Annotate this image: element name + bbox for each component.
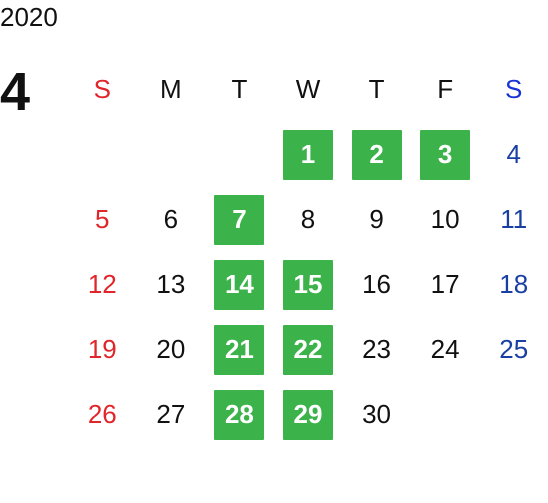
day-cell: 14 — [205, 252, 274, 317]
month-label: 4 — [0, 62, 31, 122]
day-13[interactable]: 13 — [156, 269, 186, 299]
day-cell: 15 — [274, 252, 343, 317]
day-cell: 7 — [205, 187, 274, 252]
day-cell: 26 — [68, 382, 137, 447]
highlighted-day-29[interactable]: 29 — [282, 389, 333, 440]
day-cell: 3 — [411, 122, 480, 187]
day-6[interactable]: 6 — [163, 204, 179, 234]
highlighted-day-7[interactable]: 7 — [214, 194, 265, 245]
day-cell: 2 — [342, 122, 411, 187]
day-cell: 18 — [479, 252, 548, 317]
day-cell: 21 — [205, 317, 274, 382]
day-24[interactable]: 24 — [430, 334, 460, 364]
day-cell: 13 — [137, 252, 206, 317]
day-20[interactable]: 20 — [156, 334, 186, 364]
day-27[interactable]: 27 — [156, 399, 186, 429]
weekday-header-mon: M — [160, 74, 182, 104]
day-cell: 30 — [342, 382, 411, 447]
day-cell: 28 — [205, 382, 274, 447]
day-16[interactable]: 16 — [362, 269, 392, 299]
day-23[interactable]: 23 — [362, 334, 392, 364]
day-26[interactable]: 26 — [87, 399, 117, 429]
highlighted-day-21[interactable]: 21 — [214, 324, 265, 375]
empty-cell — [411, 382, 480, 447]
day-cell: 6 — [137, 187, 206, 252]
weekday-header-fri: F — [437, 74, 454, 104]
day-18[interactable]: 18 — [499, 269, 529, 299]
day-cell: 8 — [274, 187, 343, 252]
day-25[interactable]: 25 — [499, 334, 529, 364]
highlighted-day-1[interactable]: 1 — [282, 129, 333, 180]
day-cell: 12 — [68, 252, 137, 317]
day-cell: 27 — [137, 382, 206, 447]
day-cell: 19 — [68, 317, 137, 382]
day-cell: 1 — [274, 122, 343, 187]
empty-cell — [68, 122, 137, 187]
day-9[interactable]: 9 — [369, 204, 384, 234]
year-label: 2020 — [0, 2, 58, 32]
weekday-header-thu: T — [368, 74, 385, 104]
day-cell: 23 — [342, 317, 411, 382]
weekday-header-sun: S — [93, 74, 111, 104]
day-30[interactable]: 30 — [362, 399, 392, 429]
highlighted-day-28[interactable]: 28 — [214, 389, 265, 440]
highlighted-day-15[interactable]: 15 — [282, 259, 333, 310]
day-cell: 9 — [342, 187, 411, 252]
highlighted-day-14[interactable]: 14 — [214, 259, 265, 310]
day-4[interactable]: 4 — [506, 139, 521, 169]
day-cell: 24 — [411, 317, 480, 382]
day-5[interactable]: 5 — [95, 204, 110, 234]
day-cell: 29 — [274, 382, 343, 447]
day-cell: 11 — [479, 187, 548, 252]
highlighted-day-2[interactable]: 2 — [351, 129, 402, 180]
day-cell: 22 — [274, 317, 343, 382]
day-cell: 4 — [479, 122, 548, 187]
weekday-header-wed: W — [295, 74, 321, 104]
day-11[interactable]: 11 — [500, 204, 528, 234]
highlighted-day-22[interactable]: 22 — [282, 324, 333, 375]
day-8[interactable]: 8 — [300, 204, 316, 234]
highlighted-day-3[interactable]: 3 — [420, 129, 471, 180]
day-cell: 17 — [411, 252, 480, 317]
empty-cell — [137, 122, 206, 187]
day-10[interactable]: 10 — [430, 204, 460, 234]
empty-cell — [205, 122, 274, 187]
day-cell: 10 — [411, 187, 480, 252]
day-cell: 16 — [342, 252, 411, 317]
day-cell: 25 — [479, 317, 548, 382]
day-17[interactable]: 17 — [430, 269, 460, 299]
weekday-header-sat: S — [505, 74, 523, 104]
empty-cell — [479, 382, 548, 447]
day-12[interactable]: 12 — [87, 269, 117, 299]
day-19[interactable]: 19 — [87, 334, 117, 364]
day-cell: 20 — [137, 317, 206, 382]
day-cell: 5 — [68, 187, 137, 252]
weekday-header-tue: T — [231, 74, 248, 104]
